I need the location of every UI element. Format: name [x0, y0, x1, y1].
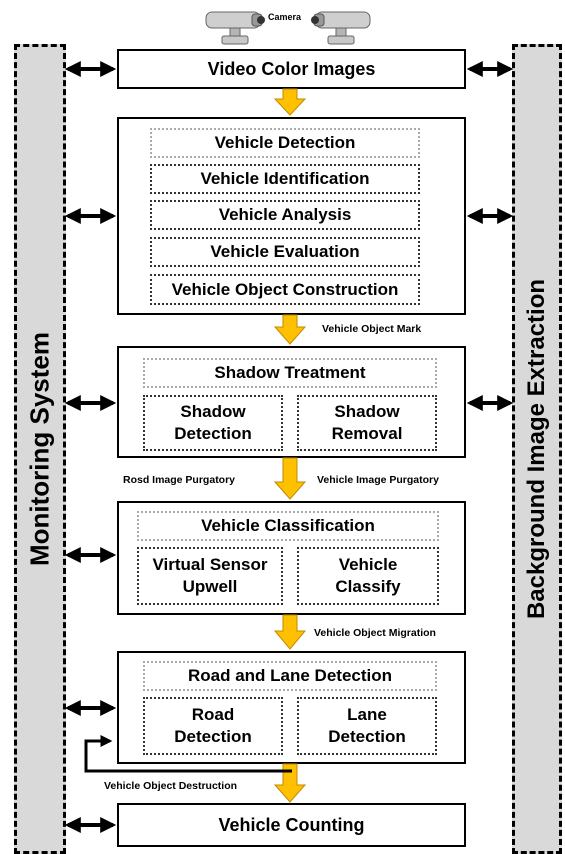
shadow-detection-step: Shadow Detection — [143, 395, 283, 451]
vehicle-evaluation-step: Vehicle Evaluation — [150, 237, 420, 267]
vehicle-counting-box: Vehicle Counting — [117, 803, 466, 847]
road-detection-step: Road Detection — [143, 697, 283, 755]
shadow-removal-step: Shadow Removal — [297, 395, 437, 451]
camera-right-icon — [310, 8, 372, 46]
shadow-treatment-title: Shadow Treatment — [143, 358, 437, 388]
flow-arrow-5 — [273, 763, 307, 803]
feedback-loop-arrow — [84, 735, 292, 773]
vehicle-classification-title: Vehicle Classification — [137, 511, 439, 541]
vehicle-image-purgatory-label: Vehicle Image Purgatory — [317, 474, 439, 486]
road-image-purgatory-label: Rosd Image Purgatory — [123, 474, 236, 486]
object-migration-label: Vehicle Object Migration — [314, 627, 436, 639]
vehicle-analysis-step: Vehicle Analysis — [150, 200, 420, 230]
road-lane-detection-title: Road and Lane Detection — [143, 661, 437, 691]
video-color-images-label: Video Color Images — [207, 59, 376, 79]
flow-arrow-1 — [273, 88, 307, 116]
flow-arrow-3 — [273, 457, 307, 500]
flow-arrow-4 — [273, 614, 307, 650]
virtual-sensor-upwell-step: Virtual Sensor Upwell — [137, 547, 283, 605]
object-mark-label: Vehicle Object Mark — [322, 323, 422, 335]
camera-label: Camera — [268, 12, 302, 22]
background-extraction-panel: Background Image Extraction — [512, 44, 562, 854]
flow-arrow-2 — [273, 314, 307, 345]
vehicle-identification-step: Vehicle Identification — [150, 164, 420, 194]
lane-detection-step: Lane Detection — [297, 697, 437, 755]
vehicle-counting-label: Vehicle Counting — [218, 815, 365, 835]
vehicle-detection-step: Vehicle Detection — [150, 128, 420, 158]
vehicle-classify-step: Vehicle Classify — [297, 547, 439, 605]
object-destruction-label: Vehicle Object Destruction — [104, 780, 238, 792]
video-color-images-box: Video Color Images — [117, 49, 466, 89]
camera-left-icon — [204, 8, 266, 46]
vehicle-object-construction-step: Vehicle Object Construction — [150, 274, 420, 305]
